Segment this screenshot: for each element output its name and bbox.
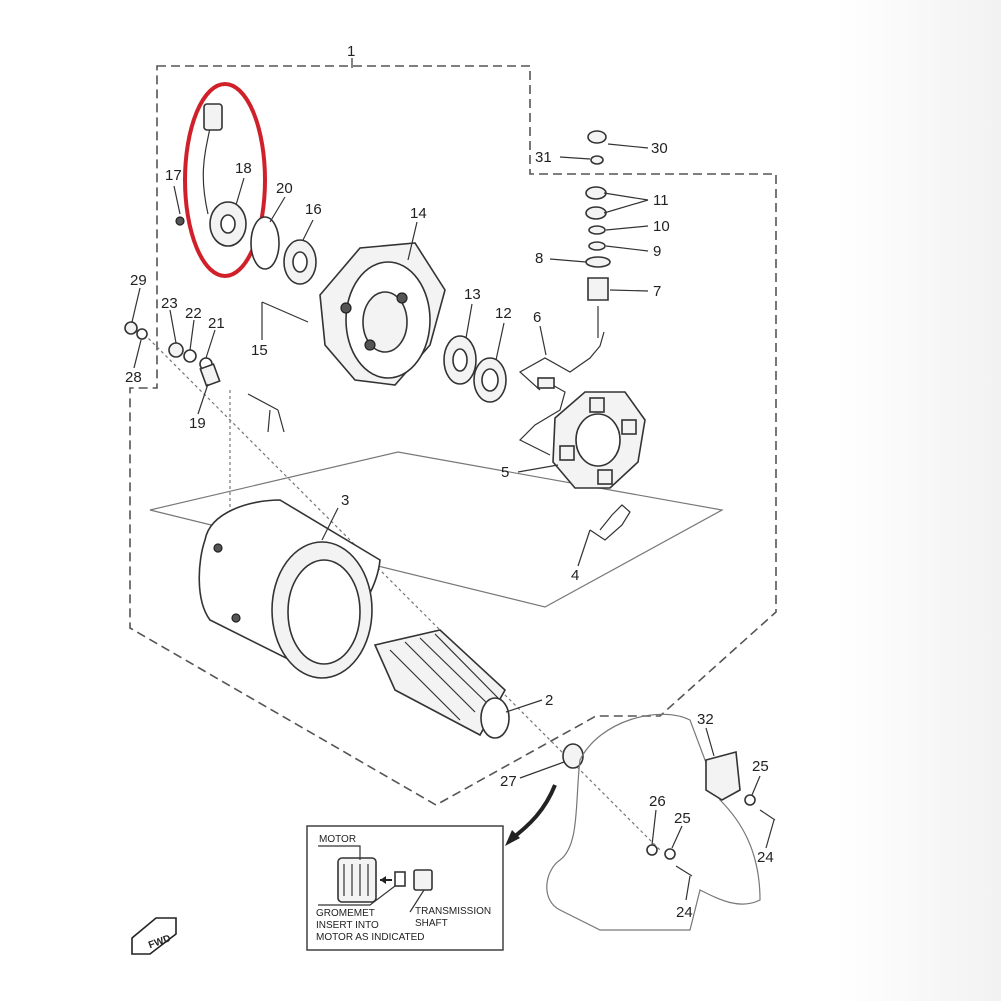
callout-21: 21 [208, 315, 225, 332]
fwd-badge [131, 917, 177, 955]
callout-24-upper: 24 [757, 849, 774, 866]
callout-26: 26 [649, 793, 666, 810]
bearing-16 [283, 239, 317, 285]
screw-17 [175, 216, 185, 226]
brush-lead-6 [518, 331, 605, 456]
callout-11: 11 [653, 192, 669, 209]
callout-25-upper: 25 [752, 758, 769, 775]
callout-2: 2 [545, 692, 553, 709]
bracket-32 [705, 750, 741, 801]
brush-6 [537, 377, 555, 389]
armature-2 [373, 629, 510, 739]
inset-grommet-line2: INSERT INTO [316, 920, 379, 931]
callout-15: 15 [251, 342, 268, 359]
yoke-3 [198, 499, 381, 679]
spring-4 [589, 504, 631, 541]
bolt-24-lower [675, 865, 693, 877]
bolt-24-upper [759, 809, 776, 821]
washer-12 [473, 357, 507, 403]
callout-16: 16 [305, 201, 322, 218]
callout-12: 12 [495, 305, 512, 322]
terminal-hardware-stack [585, 130, 611, 338]
callout-27: 27 [500, 773, 517, 790]
inset-shaft-line1: TRANSMISSION [415, 906, 491, 917]
callout-8: 8 [535, 250, 543, 267]
callout-3: 3 [341, 492, 349, 509]
callout-28: 28 [125, 369, 142, 386]
inset-grommet-line1: GROMEMET [316, 908, 375, 919]
callout-22: 22 [185, 305, 202, 322]
lead-wire-part [175, 103, 247, 247]
inset-detail-box [306, 825, 504, 951]
bearing-13 [443, 335, 477, 385]
callout-20: 20 [276, 180, 293, 197]
inset-arrow [508, 784, 557, 842]
callout-32: 32 [697, 711, 714, 728]
callout-18: 18 [235, 160, 252, 177]
bushing-27 [562, 743, 584, 769]
callout-31: 31 [535, 149, 552, 166]
o-ring-20 [250, 216, 280, 270]
callout-5: 5 [501, 464, 509, 481]
callout-30: 30 [651, 140, 668, 157]
callout-19: 19 [189, 415, 206, 432]
crankcase-outline [546, 713, 761, 931]
brush-holder-5 [552, 391, 646, 489]
callout-leaders [131, 143, 775, 901]
washer-25-lower [664, 848, 676, 860]
terminal-connector [203, 103, 223, 131]
washer-26 [646, 844, 658, 856]
inset-motor-label: MOTOR [319, 834, 356, 845]
callout-1: 1 [347, 43, 355, 60]
end-cover-14 [319, 242, 446, 386]
callout-14: 14 [410, 205, 427, 222]
callout-7: 7 [653, 283, 661, 300]
callout-25-lower: 25 [674, 810, 691, 827]
callout-17: 17 [165, 167, 182, 184]
washer-25-upper [744, 794, 756, 806]
inset-grommet-line3: MOTOR AS INDICATED [316, 932, 425, 943]
inset-shaft-line2: SHAFT [415, 918, 448, 929]
callout-24-lower: 24 [676, 904, 693, 921]
callout-9: 9 [653, 243, 661, 260]
callout-29: 29 [130, 272, 147, 289]
callout-4: 4 [571, 567, 579, 584]
callout-6: 6 [533, 309, 541, 326]
highlight-ring [183, 82, 267, 278]
callout-23: 23 [161, 295, 178, 312]
through-bolt-15 [261, 301, 309, 323]
yoke-frame [149, 451, 724, 608]
page-edge-shade [836, 0, 1001, 1001]
assembly-boundary [129, 65, 777, 806]
callout-10: 10 [653, 218, 670, 235]
callout-13: 13 [464, 286, 481, 303]
